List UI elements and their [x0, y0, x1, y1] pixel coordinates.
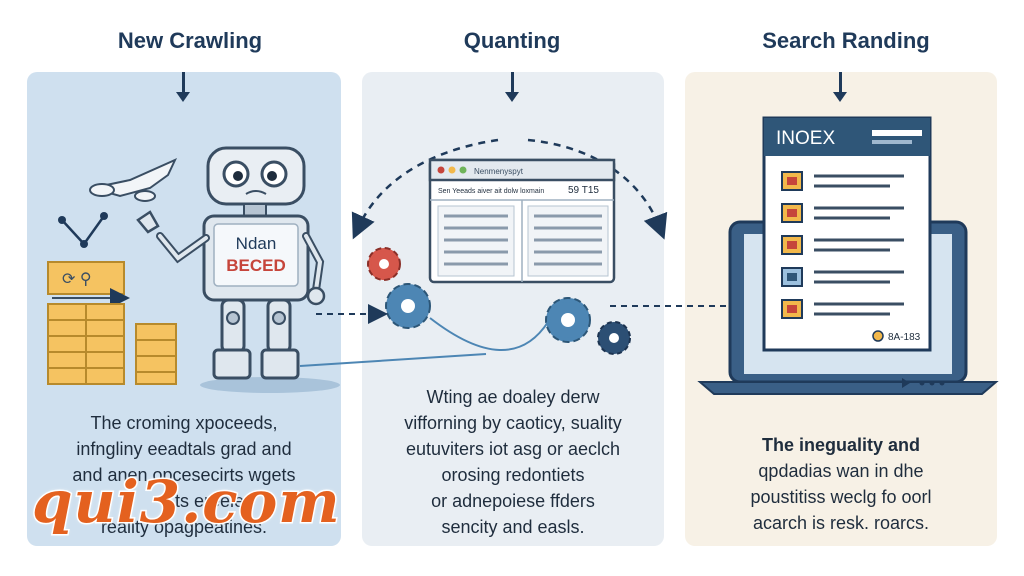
- description-line: The croming xpoceeds,: [90, 413, 278, 433]
- description-line: reality opagpeatines.: [100, 517, 268, 537]
- status-dot-icon: [872, 330, 884, 342]
- description-line: vifforning by caoticy, suality: [404, 413, 622, 433]
- robot-icon: Ndan BECED: [136, 146, 326, 380]
- description-line: Wting ae doaley derw: [426, 387, 600, 407]
- drone-icon: [89, 158, 178, 202]
- gear-icon-navy: [597, 321, 631, 355]
- quanting-title: Quanting: [463, 28, 561, 53]
- index-label: INOEX: [776, 128, 835, 149]
- gear-icon-red: [367, 247, 401, 281]
- gear-icon-blue-right: [545, 297, 591, 343]
- graph-icon: [58, 212, 108, 248]
- description-line: sencity and easls.: [441, 517, 585, 537]
- crawling-description: The croming xpoceeds, infngliny eeadtals…: [34, 410, 334, 540]
- data-window-icon: Nenmenyspyt Sen Yeeads aiver ait dolw lo…: [428, 158, 616, 284]
- connector-stem: [299, 353, 487, 367]
- cycle-arrow-right: [527, 138, 668, 240]
- crawling-title: New Crawling: [117, 28, 263, 53]
- gear-icon-blue-left: [385, 283, 431, 329]
- result-row-3: [781, 235, 904, 255]
- window-header-left: Sen Yeeads aiver ait dolw loxmain: [438, 188, 544, 195]
- description-heading: The ineguality and: [761, 435, 921, 455]
- result-row-1: [781, 171, 904, 191]
- description-line: poustitiss weclg fo oorl: [750, 487, 932, 507]
- data-stack-icon: ⟳ ⚲: [47, 261, 177, 385]
- connector-curve: [429, 317, 549, 351]
- window-header-right: 59 T15: [568, 185, 599, 196]
- window-title: Nenmenyspyt: [474, 167, 524, 176]
- description-line: eutuviters iot asg or aeclch: [405, 439, 621, 459]
- result-row-4: [781, 267, 904, 287]
- result-row-5: [781, 299, 904, 319]
- description-line: acarch is resk. roarcs.: [752, 513, 930, 533]
- robot-label-bottom: BECED: [226, 256, 286, 275]
- result-row-2: [781, 203, 904, 223]
- index-results-list: 8A-183: [781, 171, 921, 343]
- description-line: qpdadias wan in dhe: [758, 461, 924, 481]
- description-line: or adnepoiese ffders: [431, 491, 595, 511]
- quanting-description: Wting ae doaley derw vifforning by caoti…: [364, 384, 662, 540]
- watermark-logo: qui3.com: [31, 467, 342, 538]
- svg-text:⟳ ⚲: ⟳ ⚲: [62, 271, 92, 288]
- description-line: ts ereeles: [174, 491, 254, 511]
- description-line: and anen opcesecirts wgets: [72, 465, 296, 485]
- description-line: infngliny eeadtals grad and: [76, 439, 292, 459]
- result-tag: 8A-183: [888, 332, 921, 343]
- ranking-description: The ineguality and qpdadias wan in dhe p…: [688, 432, 994, 536]
- robot-shadow: [200, 377, 340, 393]
- search-ranking-title: Search Randing: [762, 28, 930, 53]
- robot-label-top: Ndan: [236, 234, 277, 253]
- cycle-arrow-left: [351, 138, 499, 240]
- description-line: orosing redontiets: [441, 465, 585, 485]
